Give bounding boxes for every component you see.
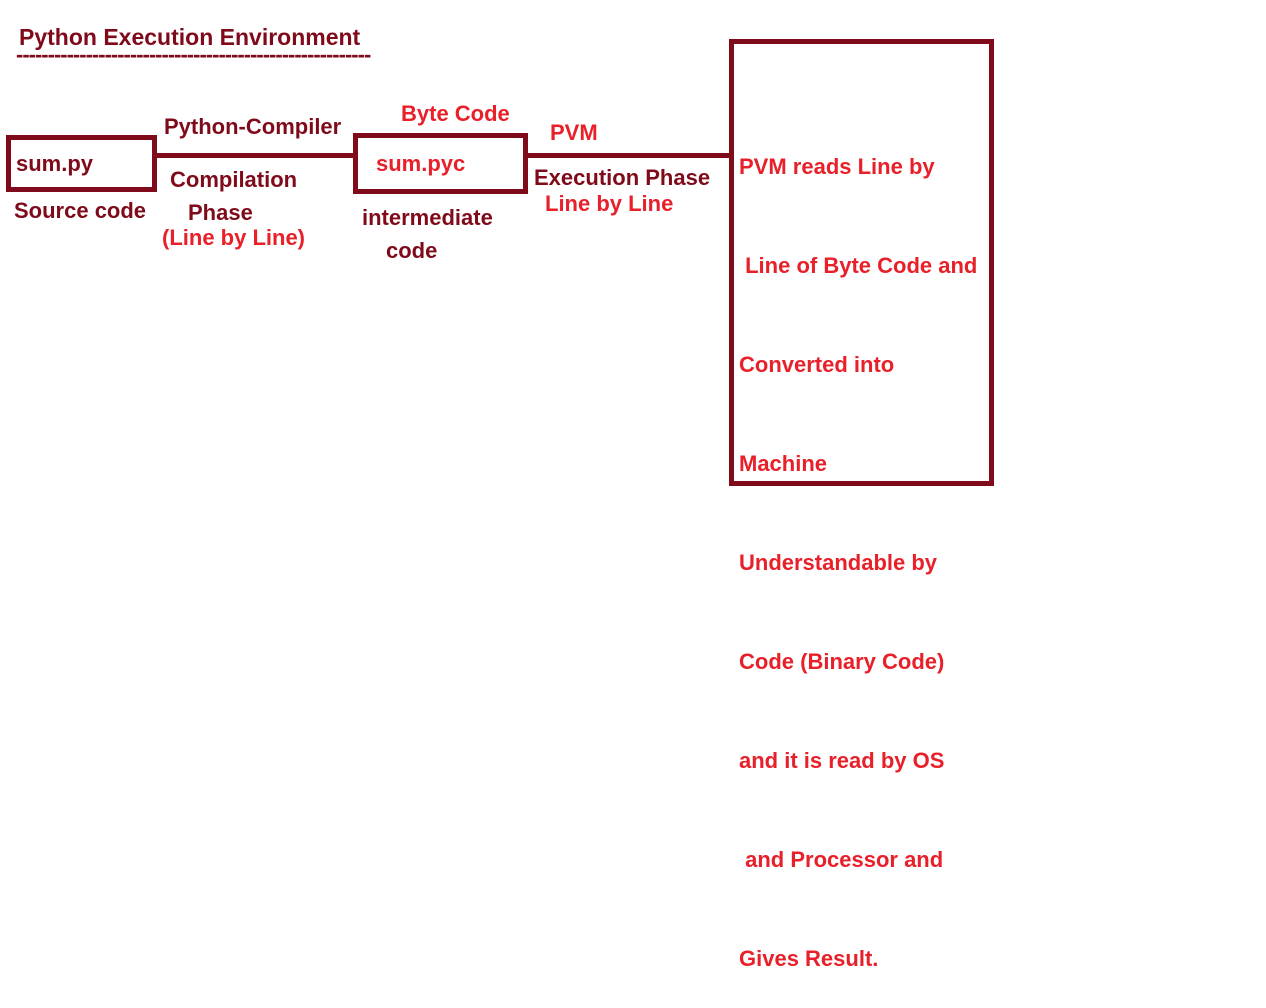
source-file-box [6,135,157,192]
page-title: Python Execution Environment [19,24,361,50]
compilation-mode: (Line by Line) [162,225,305,250]
bytecode-file-box [353,133,528,194]
bytecode-caption-line2: code [386,238,438,263]
bytecode-filename: sum.pyc [376,151,466,176]
note-line: and Processor and [739,847,944,872]
pvm-connector [527,153,732,158]
bytecode-caption-line1: intermediate [362,205,493,230]
title-underline: ----------------------------------------… [16,44,371,66]
pvm-note-box [729,39,994,486]
note-line: Converted into [739,352,895,377]
note-line: and it is read by OS [739,748,945,773]
compiler-label: Python-Compiler [164,114,342,139]
source-filename: sum.py [16,151,94,176]
execution-mode: Line by Line [545,191,674,216]
note-line: PVM reads Line by [739,154,935,179]
note-line: Line of Byte Code and [739,253,978,278]
execution-phase-label: Execution Phase [534,165,711,190]
bytecode-header: Byte Code [401,101,510,126]
note-line: Code (Binary Code) [739,649,945,674]
note-line: Understandable by [739,550,938,575]
note-line: Gives Result. [739,946,879,971]
pvm-label: PVM [550,120,598,145]
compiler-connector [156,153,356,158]
compilation-phase-line2: Phase [188,200,253,225]
pvm-note-text: PVM reads Line by Line of Byte Code and … [739,84,977,1008]
note-line: Machine [739,451,828,476]
compilation-phase-line1: Compilation [170,167,298,192]
source-caption: Source code [14,198,147,223]
